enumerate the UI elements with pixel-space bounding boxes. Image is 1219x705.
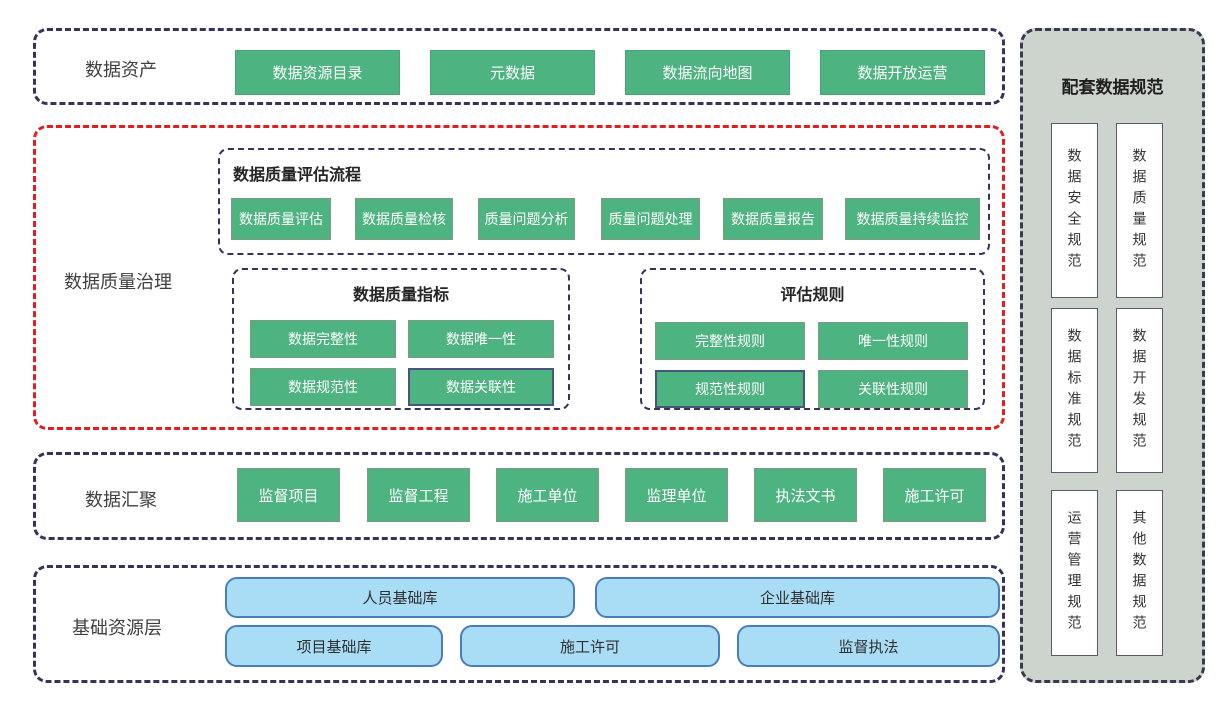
indicator-node: 数据完整性 [250, 320, 396, 358]
foundation-node: 监督执法 [737, 625, 1000, 667]
section-data-aggregation [33, 452, 1005, 540]
aggregation-node: 施工许可 [883, 468, 986, 522]
process-node: 数据质量检核 [355, 198, 453, 240]
aggregation-node: 施工单位 [496, 468, 599, 522]
asset-node: 元数据 [430, 50, 595, 95]
process-node: 质量问题处理 [601, 198, 700, 240]
asset-node: 数据流向地图 [625, 50, 790, 95]
section-data-assets-label: 数据资产 [85, 60, 157, 80]
spec-node: 运营管理规范 [1051, 490, 1098, 656]
spec-node: 数据安全规范 [1051, 123, 1098, 298]
panel-quality-process-title: 数据质量评估流程 [233, 167, 362, 184]
spec-node: 其他数据规范 [1116, 490, 1163, 656]
rule-node: 完整性规则 [655, 322, 805, 360]
foundation-node: 施工许可 [460, 625, 720, 667]
process-node: 数据质量持续监控 [845, 198, 980, 240]
spec-node: 数据标准规范 [1051, 308, 1098, 473]
section-foundation-layer-label: 基础资源层 [72, 618, 162, 638]
process-node: 质量问题分析 [478, 198, 575, 240]
sidebar-title: 配套数据规范 [1061, 78, 1164, 97]
foundation-node: 项目基础库 [225, 625, 443, 667]
spec-node: 数据质量规范 [1116, 123, 1163, 298]
spec-node: 数据开发规范 [1116, 308, 1163, 473]
panel-assessment-rules-title: 评估规则 [780, 287, 845, 304]
panel-assessment-rules [640, 268, 985, 410]
section-foundation-layer [33, 565, 1005, 683]
foundation-node: 企业基础库 [595, 577, 1000, 618]
indicator-node: 数据关联性 [408, 368, 554, 406]
foundation-node: 人员基础库 [225, 577, 575, 618]
rule-node: 规范性规则 [655, 370, 805, 408]
indicator-node: 数据唯一性 [408, 320, 554, 358]
section-data-assets [33, 28, 1005, 105]
aggregation-node: 监理单位 [625, 468, 728, 522]
rule-node: 关联性规则 [818, 370, 968, 408]
panel-quality-indicators [232, 268, 570, 410]
panel-quality-process [218, 148, 990, 255]
rule-node: 唯一性规则 [818, 322, 968, 360]
indicator-node: 数据规范性 [250, 368, 396, 406]
process-node: 数据质量报告 [723, 198, 823, 240]
sidebar-data-specifications: 配套数据规范 数据安全规范 数据质量规范 数据标准规范 数据开发规范 运营管理规… [1020, 28, 1205, 683]
aggregation-node: 执法文书 [754, 468, 857, 522]
aggregation-node: 监督工程 [367, 468, 470, 522]
section-data-aggregation-label: 数据汇聚 [85, 490, 157, 510]
process-node: 数据质量评估 [231, 198, 331, 240]
aggregation-node: 监督项目 [237, 468, 340, 522]
panel-quality-indicators-title: 数据质量指标 [352, 287, 449, 304]
section-data-quality-governance-label: 数据质量治理 [64, 272, 172, 292]
asset-node: 数据开放运营 [820, 50, 985, 95]
section-data-quality-governance [33, 125, 1005, 430]
asset-node: 数据资源目录 [235, 50, 400, 95]
